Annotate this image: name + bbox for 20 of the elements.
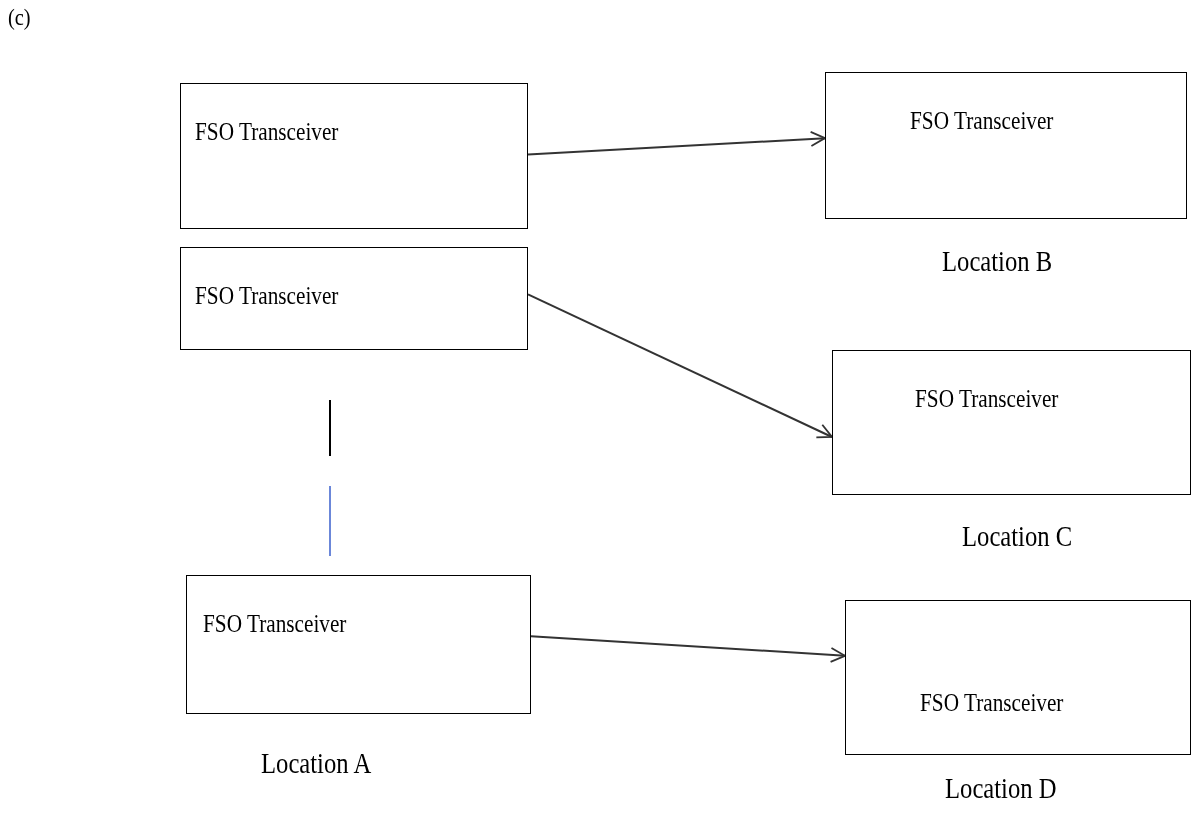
- transceiver-box: [180, 83, 528, 229]
- arrow: [530, 635, 846, 663]
- box-label: FSO Transceiver: [195, 282, 339, 310]
- arrow: [527, 131, 826, 156]
- transceiver-box: [845, 600, 1191, 755]
- transceiver-box: [180, 247, 528, 350]
- box-label: FSO Transceiver: [910, 107, 1054, 135]
- arrow: [527, 293, 833, 439]
- location-label: Location A: [261, 747, 372, 780]
- panel-label: (c): [8, 4, 31, 31]
- location-label: Location C: [962, 520, 1073, 553]
- location-label: Location D: [945, 772, 1057, 805]
- box-label: FSO Transceiver: [920, 689, 1064, 717]
- box-label: FSO Transceiver: [203, 610, 347, 638]
- transceiver-box: [825, 72, 1187, 219]
- transceiver-box: [186, 575, 531, 714]
- transceiver-box: [832, 350, 1191, 495]
- box-label: FSO Transceiver: [195, 118, 339, 146]
- location-label: Location B: [942, 245, 1053, 278]
- box-label: FSO Transceiver: [915, 385, 1059, 413]
